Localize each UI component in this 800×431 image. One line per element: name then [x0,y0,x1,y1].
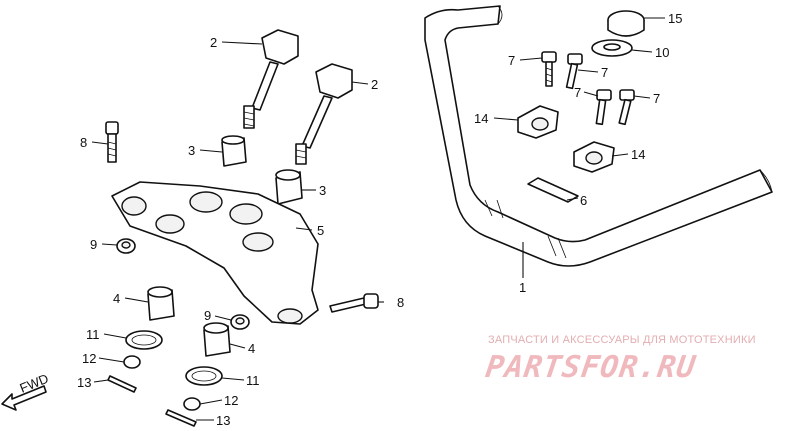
washer-left[interactable] [125,330,163,350]
watermark-tagline: ЗАПЧАСТИ И АКСЕССУАРЫ ДЛЯ МОТОТЕХНИКИ [488,334,756,346]
pinch-bolt-right[interactable] [329,293,379,313]
callout-9-left: 9 [90,237,97,252]
upper-holder-2[interactable] [573,141,615,173]
callout-3-left: 3 [188,143,195,158]
callout-8-left: 8 [80,135,87,150]
callout-10: 10 [655,45,669,60]
washer-right[interactable] [185,366,223,386]
callout-14-lower: 14 [631,147,645,162]
leader-lines [91,17,665,421]
callout-8-right: 8 [397,295,404,310]
callout-numbers: 2 2 3 3 5 8 8 9 9 4 4 11 11 12 12 13 13 … [77,11,682,428]
callout-5: 5 [317,223,324,238]
nut-left[interactable] [116,238,136,254]
holder-bolt-2[interactable] [565,53,583,90]
holder-bolt-1[interactable] [541,51,557,87]
callout-12-right: 12 [224,393,238,408]
callout-13-right: 13 [216,413,230,428]
washer[interactable] [591,39,633,57]
callout-3-right: 3 [319,183,326,198]
label-decal[interactable] [527,177,579,203]
callout-13-left: 13 [77,375,91,390]
holder-bolt-3[interactable] [595,89,612,126]
forward-direction-arrow: FWD [1,371,51,411]
nut-right[interactable] [230,314,250,330]
lower-holder-left[interactable] [243,29,299,129]
cotter-pin-left[interactable] [107,375,137,393]
upper-holder-1[interactable] [517,105,559,139]
callout-7-a: 7 [508,53,515,68]
callout-4-left: 4 [113,291,120,306]
cushion-right[interactable] [203,322,231,357]
lower-holder-right[interactable] [295,63,353,165]
callout-2-left: 2 [210,35,217,50]
pinch-bolt-left[interactable] [105,121,119,163]
callout-4-right: 4 [248,341,255,356]
callout-11-left: 11 [86,327,100,342]
handlebar[interactable] [424,5,773,267]
callout-11-right: 11 [246,373,260,388]
cotter-pin-right[interactable] [165,409,197,427]
callout-7-c: 7 [574,85,581,100]
cap-nut-right[interactable] [183,397,201,411]
holder-bolt-4[interactable] [618,89,635,126]
callout-1: 1 [519,280,526,295]
fork-top-bridge[interactable] [111,181,319,325]
callout-12-left: 12 [82,351,96,366]
watermark-brand: PARTSFOR.RU [483,350,699,385]
callout-7-b: 7 [601,65,608,80]
bushing-right[interactable] [275,169,303,205]
callout-6: 6 [580,193,587,208]
callout-14-upper: 14 [474,111,488,126]
cushion-left[interactable] [147,286,175,321]
cap-nut-left[interactable] [123,355,141,369]
callout-9-right: 9 [204,308,211,323]
bushing-left[interactable] [221,135,247,167]
callout-15: 15 [668,11,682,26]
callout-7-d: 7 [653,91,660,106]
handlebar-cap[interactable] [607,10,645,37]
callout-2-right: 2 [371,77,378,92]
